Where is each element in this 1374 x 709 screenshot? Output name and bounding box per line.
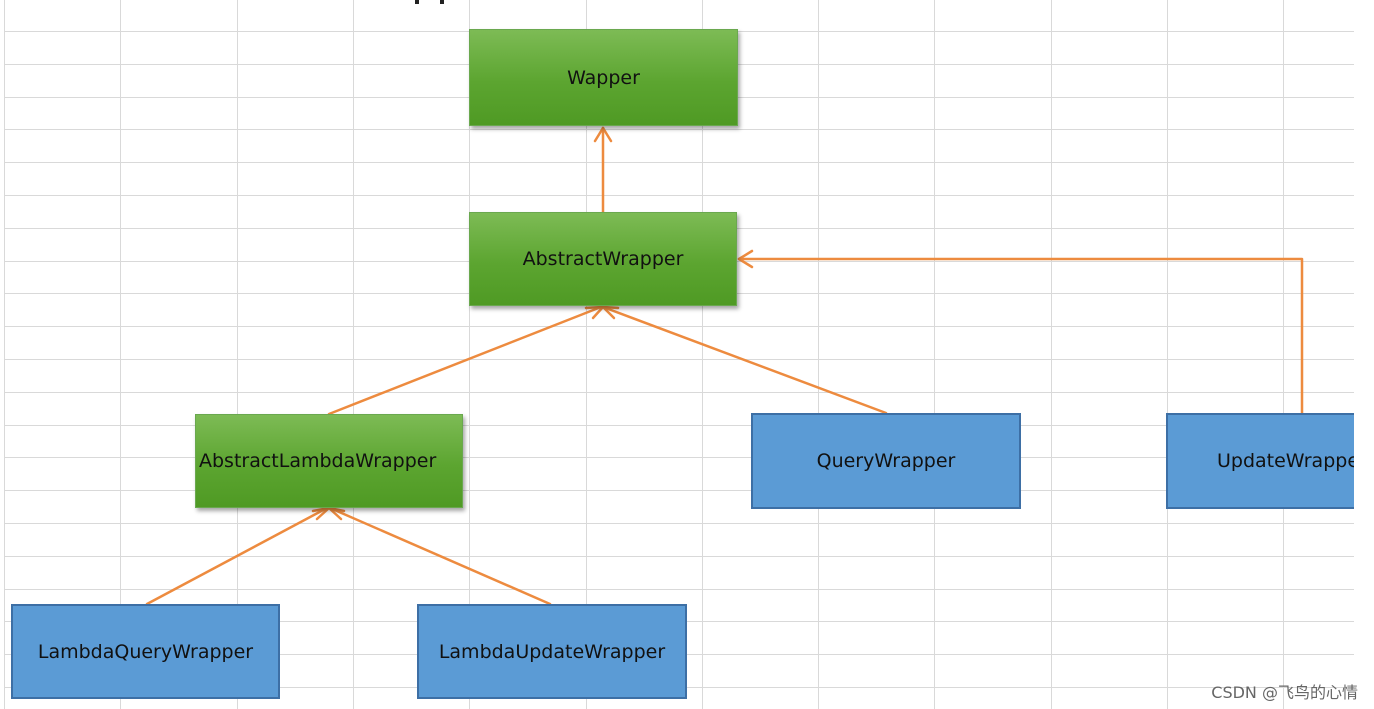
node-lambda-update-wrapper: LambdaUpdateWrapper — [417, 604, 687, 699]
edge-querywrapper-to-abstractwrapper — [601, 305, 888, 415]
node-abstract-wrapper-label: AbstractWrapper — [522, 248, 684, 270]
edge-abstractlambda-to-abstractwrapper — [327, 305, 603, 416]
node-update-wrapper-label: UpdateWrapper — [1217, 450, 1367, 472]
node-lambda-query-wrapper: LambdaQueryWrapper — [11, 604, 280, 699]
node-lambda-query-wrapper-label: LambdaQueryWrapper — [37, 640, 254, 663]
node-lambda-update-wrapper-label: LambdaUpdateWrapper — [438, 640, 666, 663]
node-query-wrapper-label: QueryWrapper — [816, 450, 956, 472]
node-wapper-label: Wapper — [567, 66, 640, 89]
edge-updatewrapper-to-abstractwrapper — [737, 257, 1304, 415]
cropped-mark — [440, 0, 444, 4]
node-abstract-wrapper: AbstractWrapper — [469, 212, 737, 306]
node-abstract-lambda-wrapper-label: AbstractLambdaWrapper — [199, 450, 437, 472]
node-abstract-lambda-wrapper: AbstractLambdaWrapper — [195, 414, 463, 508]
watermark: CSDN @飞鸟的心情 — [1211, 683, 1358, 702]
arrowhead-abstractwrapper-right — [737, 249, 754, 269]
edge-lambdaquery-to-abstractlambda — [145, 506, 329, 606]
node-wapper: Wapper — [469, 29, 738, 126]
arrowhead-wapper — [593, 126, 613, 143]
edge-lambdaupdate-to-abstractlambda — [328, 506, 552, 606]
node-update-wrapper: UpdateWrapper — [1166, 413, 1374, 509]
node-query-wrapper: QueryWrapper — [751, 413, 1021, 509]
cropped-mark — [415, 0, 419, 4]
right-crop-edge — [1354, 0, 1374, 709]
